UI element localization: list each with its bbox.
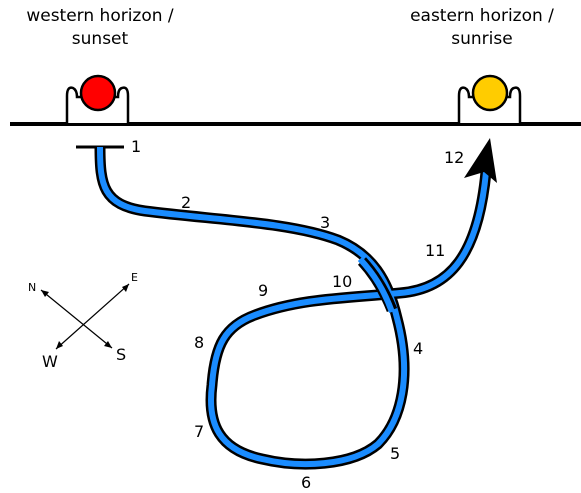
marker-2: 2 xyxy=(181,193,191,212)
north-arrow-icon xyxy=(41,290,49,297)
marker-12: 12 xyxy=(444,148,464,167)
marker-4: 4 xyxy=(413,339,423,358)
marker-9: 9 xyxy=(258,281,268,300)
compass-s: S xyxy=(116,345,126,364)
marker-3: 3 xyxy=(320,213,330,232)
west-arrow-icon xyxy=(56,341,63,349)
marker-8: 8 xyxy=(194,333,204,352)
sunrise-sun-icon xyxy=(457,74,522,123)
sunset-sun-disc xyxy=(79,74,117,112)
marker-11: 11 xyxy=(425,241,445,260)
sunrise-sun-disc xyxy=(471,74,509,112)
sun-track xyxy=(94,146,492,470)
sunset-sun-icon xyxy=(65,74,130,123)
marker-7: 7 xyxy=(194,422,204,441)
marker-6: 6 xyxy=(301,473,311,492)
marker-10: 10 xyxy=(332,272,352,291)
compass-n: N xyxy=(28,281,36,294)
marker-1: 1 xyxy=(131,137,141,156)
sunset-caption-line2: sunset xyxy=(71,29,129,49)
compass-e: E xyxy=(131,271,138,284)
compass-rose: N E S W xyxy=(28,271,138,371)
sunrise-caption: eastern horizon / sunrise xyxy=(382,5,581,51)
arrowhead-icon xyxy=(464,138,497,183)
compass-w: W xyxy=(42,352,58,371)
marker-5: 5 xyxy=(390,444,400,463)
east-arrow-icon xyxy=(122,284,129,292)
sunset-caption-line1: western horizon / xyxy=(26,6,174,26)
sunrise-caption-line2: sunrise xyxy=(451,29,513,49)
sunset-caption: western horizon / sunset xyxy=(0,5,200,51)
south-arrow-icon xyxy=(104,341,112,348)
sunrise-caption-line1: eastern horizon / xyxy=(410,6,554,26)
